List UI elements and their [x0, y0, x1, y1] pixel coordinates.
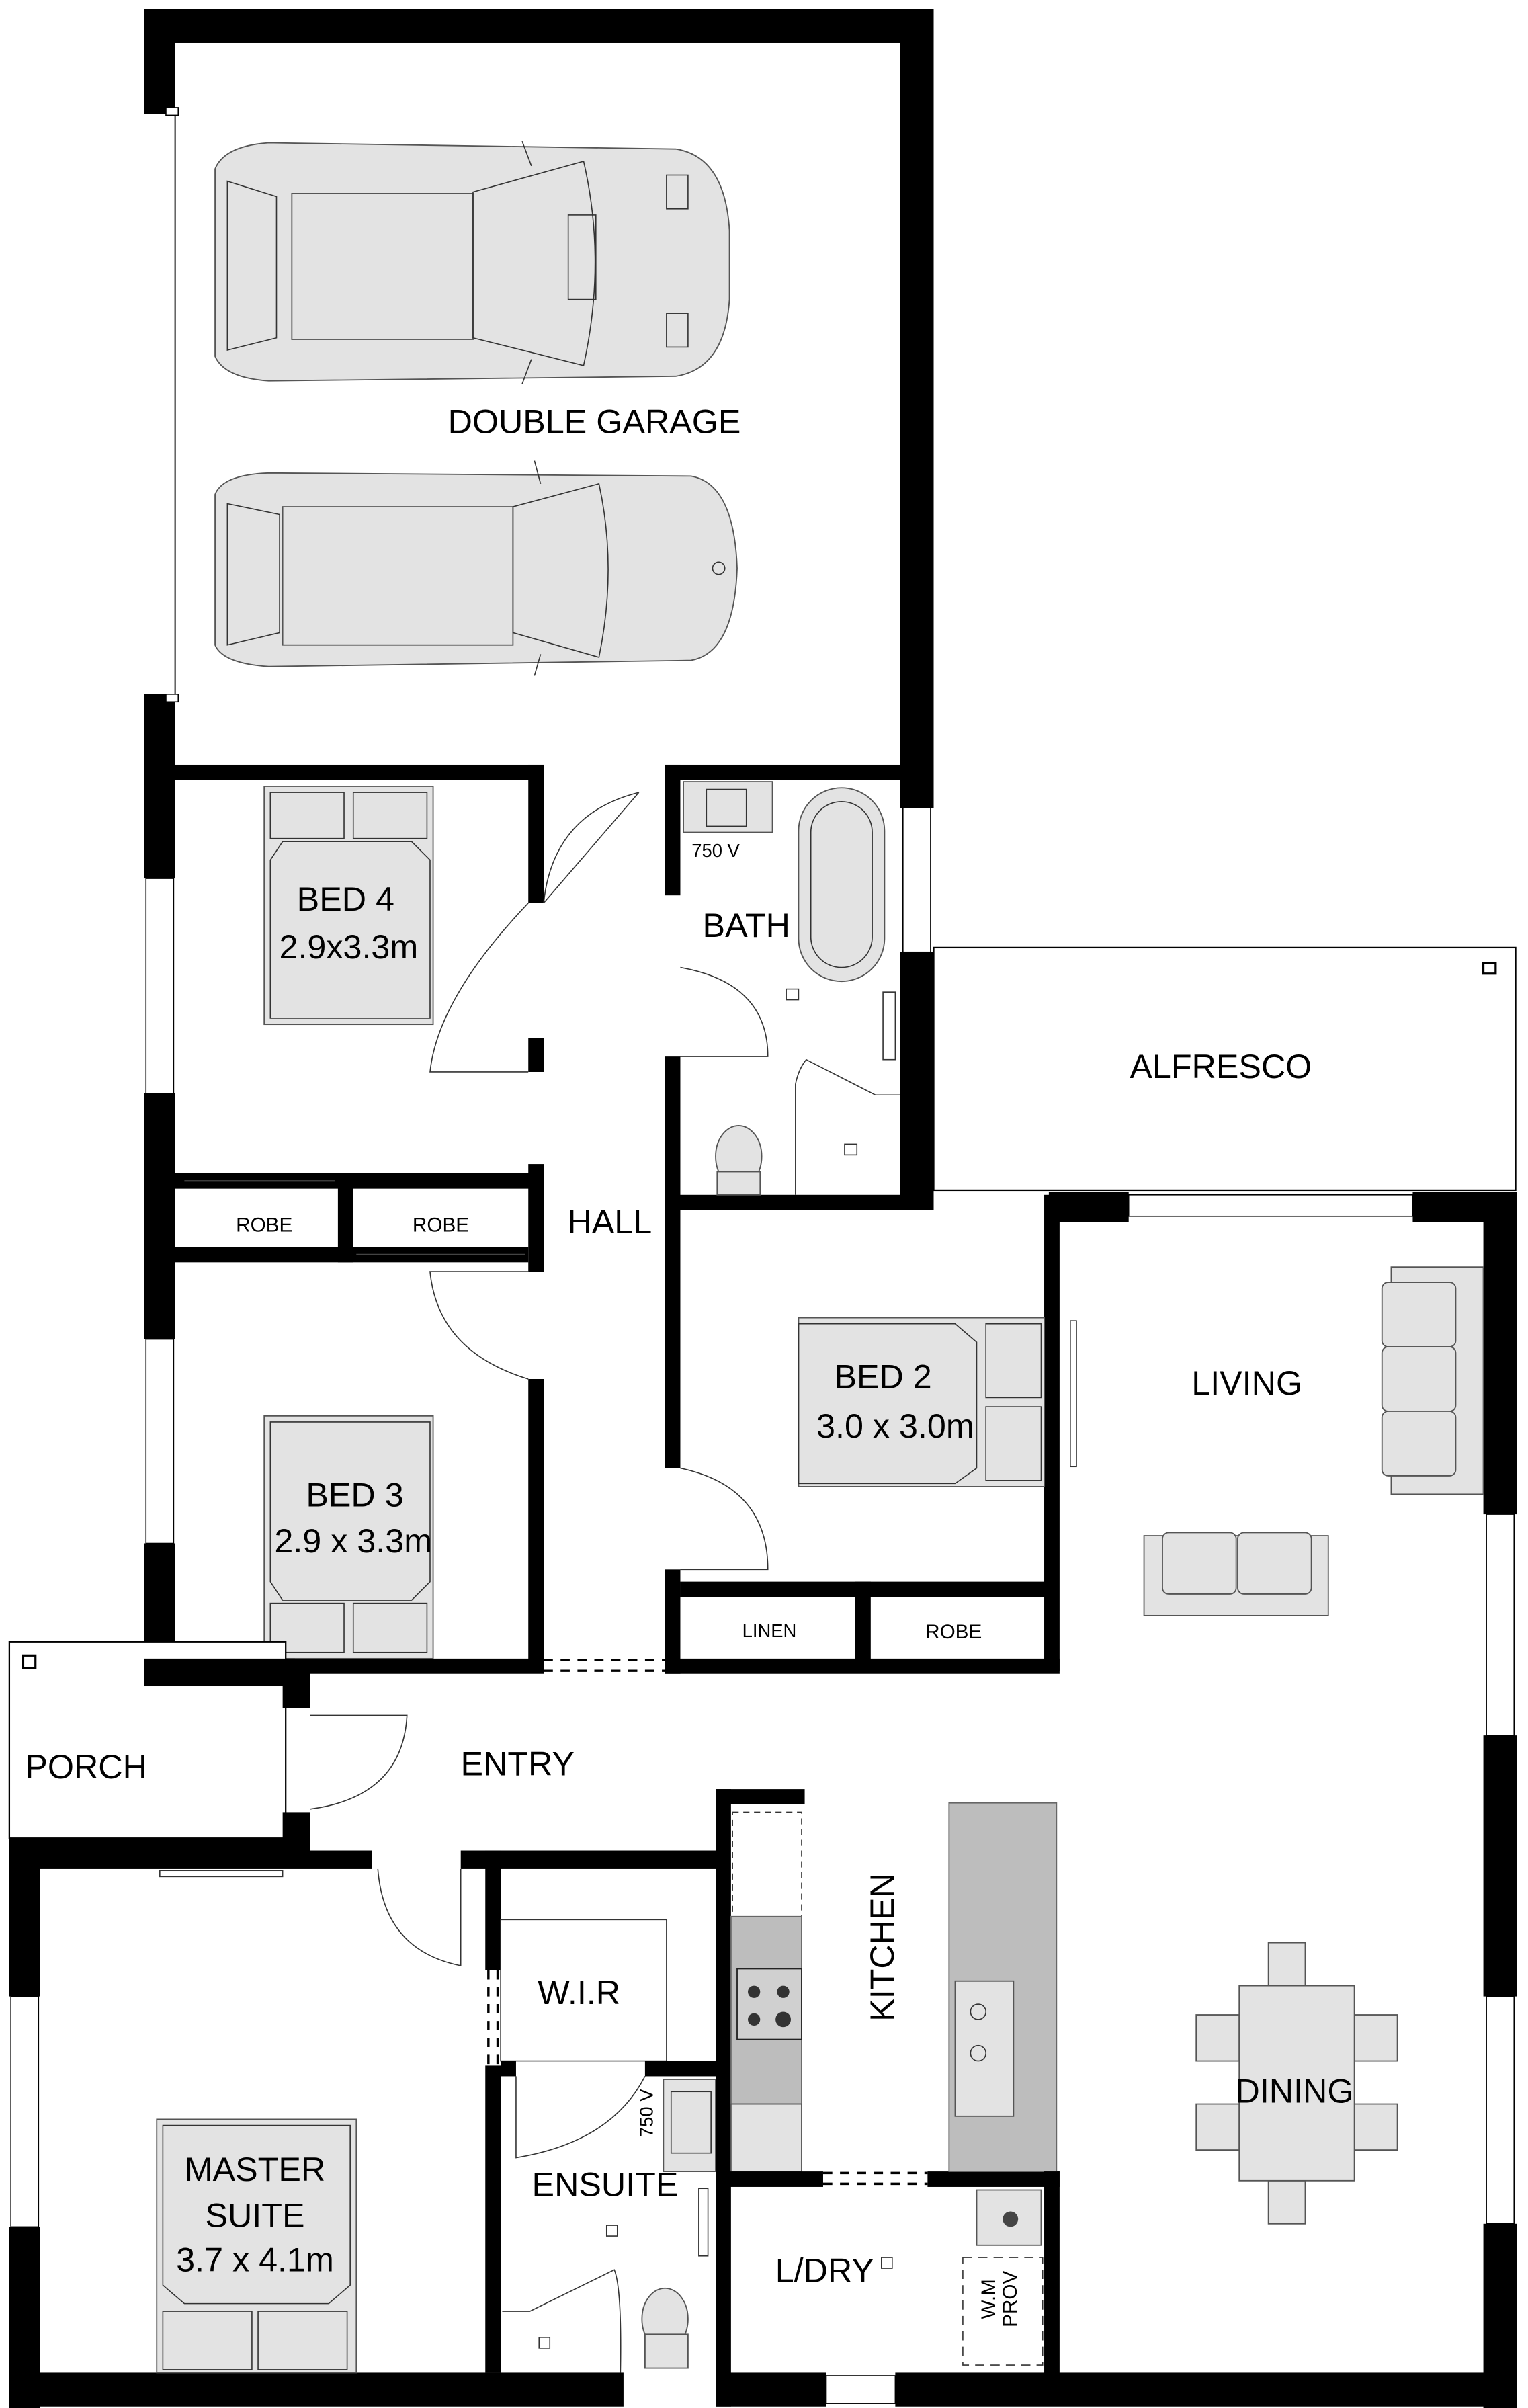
island-bench	[948, 1802, 1058, 2173]
sofa-icon	[1381, 1266, 1484, 1495]
room-label-porch: PORCH	[25, 1747, 147, 1786]
room-label-laundry: L/DRY	[775, 2251, 874, 2290]
living-dining: LIVING DINING	[1048, 1192, 1517, 2408]
room-label-robe-3: ROBE	[925, 1621, 982, 1643]
room-size-bed3: 2.9 x 3.3m	[274, 1522, 432, 1560]
room-label-bath: BATH	[703, 906, 790, 944]
room-label-entry: ENTRY	[461, 1745, 575, 1783]
room-label-bed2: BED 2	[834, 1358, 931, 1396]
wm-label-2: PROV	[999, 2270, 1021, 2327]
dining-table-icon	[1195, 1942, 1398, 2225]
room-label-alfresco: ALFRESCO	[1130, 1047, 1312, 1085]
bathtub-icon	[798, 787, 886, 983]
alfresco: ALFRESCO	[933, 946, 1517, 1192]
master-suite: MASTER SUITE 3.7 x 4.1m	[9, 1850, 722, 2408]
room-size-bed4: 2.9x3.3m	[280, 927, 419, 966]
car-icon	[214, 460, 738, 676]
wir-ensuite: W.I.R 750 V ENSUITE	[500, 1789, 805, 2407]
room-label-bed3: BED 3	[306, 1476, 403, 1514]
bathroom: 750 V BATH	[665, 764, 934, 1210]
car-icon	[214, 140, 730, 384]
bed-icon	[156, 2118, 357, 2374]
room-label-robe-1: ROBE	[236, 1214, 292, 1237]
porch-entry: PORCH ENTRY	[8, 1641, 575, 1863]
room-label-wir: W.I.R	[538, 1973, 620, 2011]
room-label-living: LIVING	[1191, 1364, 1302, 1402]
kitchen: KITCHEN	[716, 1802, 1060, 2187]
laundry-tub-icon	[976, 2189, 1042, 2246]
room-size-master: 3.7 x 4.1m	[176, 2241, 334, 2279]
vanity-label-bath: 750 V	[691, 840, 740, 861]
room-label-dining: DINING	[1236, 2071, 1354, 2110]
toilet-icon	[715, 1125, 763, 1196]
room-label-ensuite: ENSUITE	[532, 2165, 679, 2204]
room-label-hall: HALL	[567, 1202, 652, 1241]
sofa-icon	[1143, 1532, 1329, 1616]
room-label-kitchen: KITCHEN	[863, 1873, 901, 2022]
bed-icon	[263, 786, 434, 1026]
room-size-bed2: 3.0 x 3.0m	[816, 1407, 974, 1445]
cooktop-icon	[736, 1968, 802, 2040]
bed-icon	[798, 1317, 1045, 1487]
vanity-label-ensuite: 750 V	[636, 2089, 656, 2137]
laundry: W.M PROV L/DRY	[716, 2171, 1517, 2407]
room-label-garage: DOUBLE GARAGE	[448, 402, 741, 440]
double-garage: DOUBLE GARAGE	[144, 9, 934, 808]
room-label-linen: LINEN	[742, 1620, 797, 1641]
wm-label-1: W.M	[978, 2279, 1000, 2319]
room-label-robe-2: ROBE	[413, 1214, 469, 1237]
toilet-icon	[641, 2287, 689, 2369]
bedroom-wing	[144, 764, 934, 1682]
room-label-master-1: MASTER	[185, 2150, 325, 2188]
bed-icon	[263, 1415, 434, 1659]
room-label-master-2: SUITE	[205, 2196, 304, 2234]
room-label-bed4: BED 4	[297, 880, 394, 918]
